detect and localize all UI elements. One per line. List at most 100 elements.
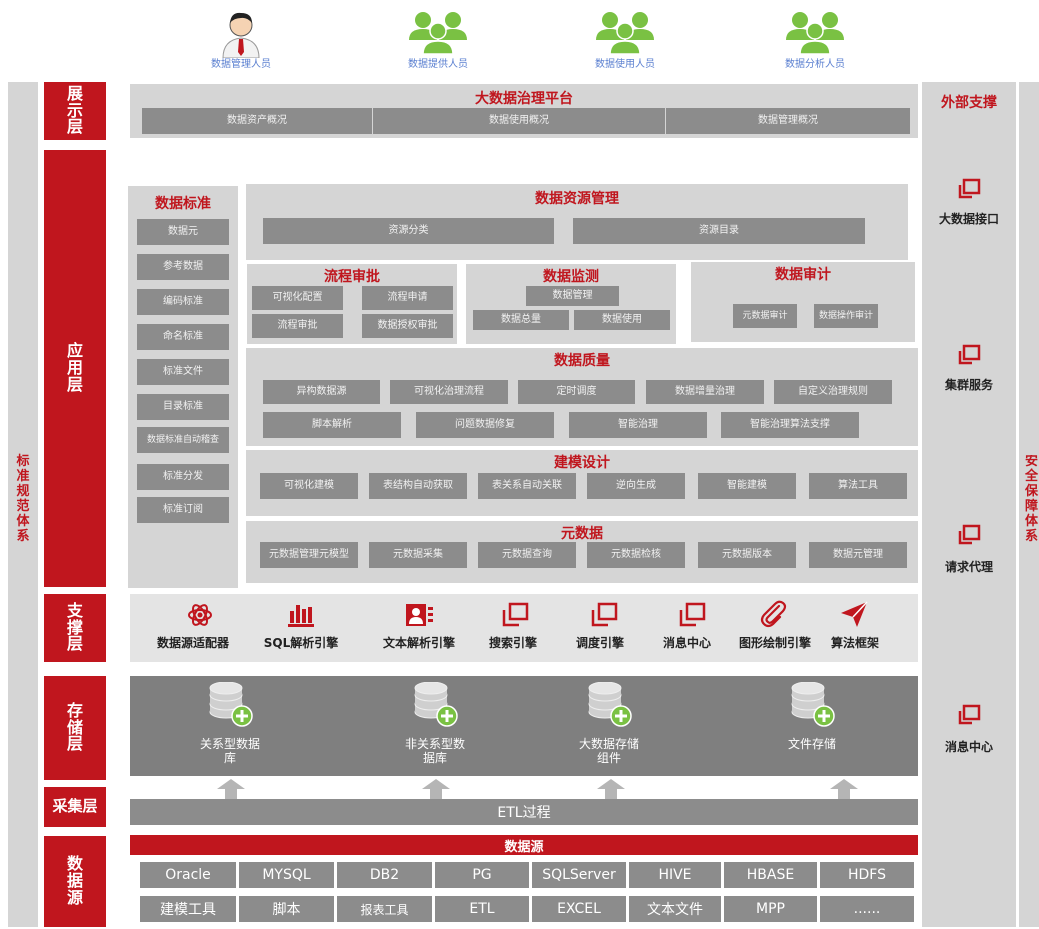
- source-item[interactable]: ETL: [435, 896, 529, 922]
- quality-item[interactable]: 定时调度: [518, 380, 635, 404]
- support-item[interactable]: SQL解析引擎: [263, 636, 339, 650]
- audit-item[interactable]: 数据操作审计: [814, 304, 878, 328]
- standard-item[interactable]: 数据标准自动稽查: [137, 427, 229, 453]
- monitor-item[interactable]: 数据使用: [574, 310, 670, 330]
- metadata-item[interactable]: 元数据管理元模型: [260, 542, 358, 568]
- quality-item[interactable]: 异构数据源: [263, 380, 380, 404]
- user-manager-label: 数据管理人员: [211, 59, 271, 70]
- modeling-item[interactable]: 逆向生成: [587, 473, 685, 499]
- quality-item[interactable]: 问题数据修复: [416, 412, 554, 438]
- storage-item[interactable]: 非关系型数据库: [405, 737, 466, 765]
- external-item-label[interactable]: 消息中心: [944, 740, 993, 754]
- layer-storage: 存储层: [44, 676, 106, 780]
- standards-panel: [128, 186, 238, 588]
- source-item[interactable]: SQLServer: [532, 862, 626, 888]
- metadata-item[interactable]: 数据元管理: [809, 542, 907, 568]
- user-analyst-label: 数据分析人员: [785, 59, 845, 70]
- process-item[interactable]: 流程申请: [362, 286, 453, 310]
- modeling-item[interactable]: 表关系自动关联: [478, 473, 576, 499]
- modeling-panel: [246, 450, 918, 516]
- metadata-item[interactable]: 元数据采集: [369, 542, 467, 568]
- up-arrow-icon: [422, 779, 450, 799]
- layer-display: 展示层: [44, 82, 106, 140]
- source-item[interactable]: PG: [435, 862, 529, 888]
- source-item[interactable]: Oracle: [140, 862, 236, 888]
- modeling-item[interactable]: 可视化建模: [260, 473, 358, 499]
- external-item-label[interactable]: 集群服务: [944, 378, 993, 392]
- external-support-title: 外部支撑: [941, 95, 997, 111]
- modeling-item[interactable]: 表结构自动获取: [369, 473, 467, 499]
- source-item[interactable]: HIVE: [629, 862, 721, 888]
- external-item-label[interactable]: 大数据接口: [938, 212, 999, 226]
- metadata-item[interactable]: 元数据版本: [698, 542, 796, 568]
- process-title: 流程审批: [324, 269, 380, 285]
- metadata-item[interactable]: 元数据查询: [478, 542, 576, 568]
- modeling-item[interactable]: 算法工具: [809, 473, 907, 499]
- storage-item[interactable]: 大数据存储组件: [579, 737, 640, 765]
- source-item[interactable]: 脚本: [239, 896, 334, 922]
- support-item[interactable]: 消息中心: [662, 636, 711, 650]
- source-item[interactable]: EXCEL: [532, 896, 626, 922]
- sources-title: 数据源: [130, 835, 918, 855]
- standard-item[interactable]: 标准订阅: [137, 497, 229, 523]
- platform-title: 大数据治理平台: [475, 91, 573, 107]
- modeling-item[interactable]: 智能建模: [698, 473, 796, 499]
- support-item[interactable]: 文本解析引擎: [382, 636, 455, 650]
- source-item[interactable]: HBASE: [724, 862, 817, 888]
- standard-item[interactable]: 目录标准: [137, 394, 229, 420]
- standard-item[interactable]: 标准文件: [137, 359, 229, 385]
- source-item[interactable]: HDFS: [820, 862, 914, 888]
- monitor-item[interactable]: 数据管理: [526, 286, 619, 306]
- up-arrow-icon: [597, 779, 625, 799]
- support-item[interactable]: 图形绘制引擎: [738, 636, 811, 650]
- source-item[interactable]: MPP: [724, 896, 817, 922]
- platform-item[interactable]: 数据资产概况: [142, 108, 372, 134]
- quality-item[interactable]: 智能治理: [569, 412, 707, 438]
- resource-item[interactable]: 资源目录: [573, 218, 865, 244]
- platform-item[interactable]: 数据管理概况: [666, 108, 910, 134]
- source-item[interactable]: MYSQL: [239, 862, 334, 888]
- support-item[interactable]: 数据源适配器: [156, 636, 229, 650]
- quality-title: 数据质量: [554, 353, 610, 369]
- standard-item[interactable]: 数据元: [137, 219, 229, 245]
- resource-item[interactable]: 资源分类: [263, 218, 554, 244]
- source-item[interactable]: DB2: [337, 862, 432, 888]
- standard-item[interactable]: 参考数据: [137, 254, 229, 280]
- source-item[interactable]: 建模工具: [140, 896, 236, 922]
- support-item[interactable]: 算法框架: [830, 636, 879, 650]
- source-item[interactable]: ......: [820, 896, 914, 922]
- support-item[interactable]: 搜索引擎: [488, 636, 537, 650]
- atom-icon: [187, 602, 213, 628]
- quality-item[interactable]: 可视化治理流程: [390, 380, 508, 404]
- standards-title: 数据标准: [155, 196, 211, 212]
- id-card-icon: [404, 602, 434, 628]
- process-item[interactable]: 流程审批: [252, 314, 343, 338]
- external-item-label[interactable]: 请求代理: [944, 560, 993, 574]
- up-arrow-icon: [217, 779, 245, 799]
- source-item[interactable]: 文本文件: [629, 896, 721, 922]
- storage-item[interactable]: 文件存储: [787, 737, 836, 751]
- standard-item[interactable]: 命名标准: [137, 324, 229, 350]
- audit-item[interactable]: 元数据审计: [733, 304, 797, 328]
- process-item[interactable]: 可视化配置: [252, 286, 343, 310]
- source-item[interactable]: 报表工具: [337, 896, 432, 922]
- database-add-icon: [587, 681, 635, 728]
- quality-item[interactable]: 自定义治理规则: [774, 380, 892, 404]
- quality-item[interactable]: 脚本解析: [263, 412, 401, 438]
- window-icon: [957, 178, 981, 200]
- platform-item[interactable]: 数据使用概况: [373, 108, 665, 134]
- layer-support: 支撑层: [44, 594, 106, 662]
- standard-item[interactable]: 标准分发: [137, 464, 229, 490]
- metadata-item[interactable]: 元数据检核: [587, 542, 685, 568]
- process-item[interactable]: 数据授权审批: [362, 314, 453, 338]
- audit-panel: [690, 261, 916, 343]
- storage-item[interactable]: 关系型数据库: [200, 737, 261, 765]
- standard-item[interactable]: 编码标准: [137, 289, 229, 315]
- layer-application: 应用层: [44, 150, 106, 587]
- monitor-item[interactable]: 数据总量: [473, 310, 569, 330]
- user-provider-label: 数据提供人员: [408, 59, 468, 70]
- support-item[interactable]: 调度引擎: [575, 636, 624, 650]
- quality-item[interactable]: 智能治理算法支撑: [721, 412, 859, 438]
- user-consumer-label: 数据使用人员: [595, 59, 655, 70]
- quality-item[interactable]: 数据增量治理: [646, 380, 764, 404]
